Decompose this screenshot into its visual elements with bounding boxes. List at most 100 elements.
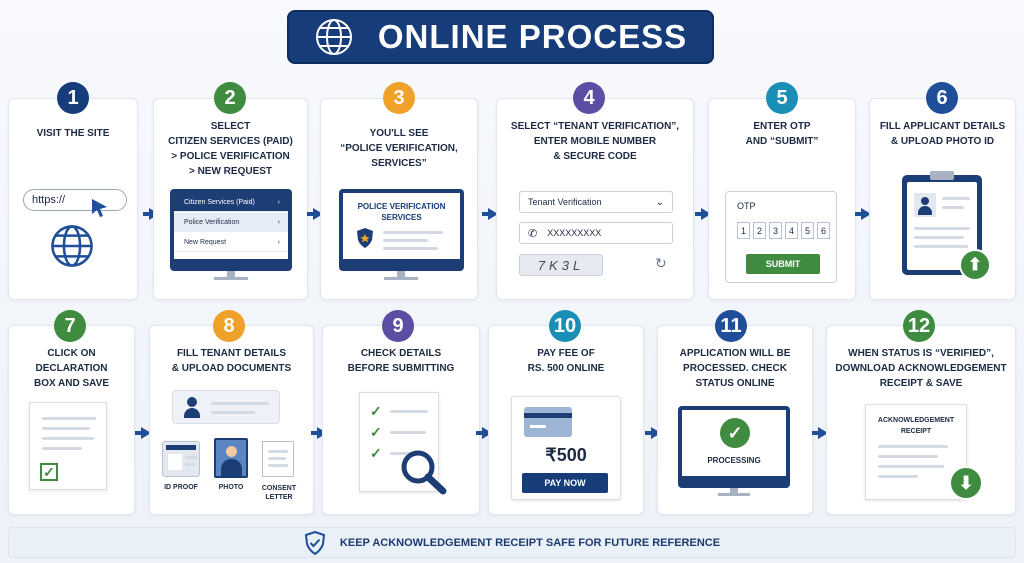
otp-digit[interactable]: 1 xyxy=(737,222,750,239)
payment-panel: ₹500 PAY NOW xyxy=(511,396,621,500)
checklist-icon: ✓ ✓ ✓ xyxy=(359,392,439,492)
otp-digit[interactable]: 4 xyxy=(785,222,798,239)
step-4-label: SELECT “TENANT VERIFICATION”, ENTER MOBI… xyxy=(510,121,680,162)
otp-digit[interactable]: 5 xyxy=(801,222,814,239)
page-title-banner: ONLINE PROCESS xyxy=(287,10,714,64)
url-bar[interactable]: https:// xyxy=(23,189,127,211)
checkbox-checked-icon[interactable]: ✓ xyxy=(40,463,58,481)
submit-button[interactable]: SUBMIT xyxy=(746,254,820,274)
otp-label: OTP xyxy=(737,201,756,211)
step-7-number: 7 xyxy=(54,310,86,342)
photo-icon xyxy=(214,438,248,478)
user-icon xyxy=(181,395,203,419)
status-text: PROCESSING xyxy=(707,456,761,465)
step-7-card: CLICK ON DECLARATION BOX AND SAVE ✓ xyxy=(8,325,135,515)
arrow-4-5 xyxy=(695,208,711,220)
step-7-label: CLICK ON DECLARATION BOX AND SAVE xyxy=(33,348,109,389)
text-line xyxy=(383,239,428,242)
arrow-5-6 xyxy=(855,208,871,220)
step-2-label: SELECT CITIZEN SERVICES (PAID) > POLICE … xyxy=(168,121,293,177)
step-3-number: 3 xyxy=(383,82,415,114)
monitor: POLICE VERIFICATION SERVICES xyxy=(339,189,464,271)
otp-digit[interactable]: 6 xyxy=(817,222,830,239)
step-3-card: YOU'LL SEE “POLICE VERIFICATION, SERVICE… xyxy=(320,98,478,300)
step-6-card: FILL APPLICANT DETAILS & UPLOAD PHOTO ID… xyxy=(869,98,1016,300)
credit-card-icon xyxy=(524,407,572,437)
step-9-number: 9 xyxy=(382,310,414,342)
step-1-card: VISIT THE SITE https:// xyxy=(8,98,138,300)
monitor-stand xyxy=(397,271,405,277)
text-line xyxy=(383,231,443,234)
step-6-label: FILL APPLICANT DETAILS & UPLOAD PHOTO ID xyxy=(879,121,1006,147)
arrow-10-11 xyxy=(645,427,661,439)
step-8-label: FILL TENANT DETAILS & UPLOAD DOCUMENTS xyxy=(171,348,292,374)
mobile-number-field[interactable]: ✆ XXXXXXXXX xyxy=(519,222,673,244)
upload-icon: ⬆ xyxy=(959,249,991,281)
step-5-number: 5 xyxy=(766,82,798,114)
step-4-card: SELECT “TENANT VERIFICATION”, ENTER MOBI… xyxy=(496,98,694,300)
step-8-number: 8 xyxy=(213,310,245,342)
consent-letter-icon xyxy=(262,441,294,477)
footer-notice: KEEP ACKNOWLEDGEMENT RECEIPT SAFE FOR FU… xyxy=(8,527,1016,558)
arrow-9-10 xyxy=(476,427,492,439)
step-10-number: 10 xyxy=(549,310,581,342)
page-title: ONLINE PROCESS xyxy=(377,18,688,55)
step-1-label: VISIT THE SITE xyxy=(36,128,110,139)
tenant-details-card xyxy=(172,390,280,424)
checkmark-icon: ✓ xyxy=(720,418,750,448)
globe-icon xyxy=(51,225,93,267)
captcha-text: 7K3L xyxy=(537,257,585,273)
photo-id-icon xyxy=(914,193,936,217)
otp-input-group[interactable]: 1 2 3 4 5 6 xyxy=(737,222,832,240)
arrow-2-3 xyxy=(307,208,323,220)
phone-icon: ✆ xyxy=(528,227,538,240)
cursor-icon xyxy=(92,199,107,217)
footer-text: KEEP ACKNOWLEDGEMENT RECEIPT SAFE FOR FU… xyxy=(339,536,721,549)
tenant-verification-select[interactable]: Tenant Verification ⌄ xyxy=(519,191,673,213)
menu-item-label: Police Verification xyxy=(184,218,240,226)
screen-title: POLICE VERIFICATION SERVICES xyxy=(357,202,446,222)
shield-check-icon xyxy=(304,530,326,555)
monitor: ✓ PROCESSING xyxy=(678,406,790,488)
menu-item-label: New Request xyxy=(184,238,227,246)
step-12-card: WHEN STATUS IS “VERIFIED”, DOWNLOAD ACKN… xyxy=(826,325,1016,515)
step-12-number: 12 xyxy=(903,310,935,342)
globe-icon xyxy=(315,19,352,55)
otp-digit[interactable]: 3 xyxy=(769,222,782,239)
step-11-number: 11 xyxy=(715,310,747,342)
download-icon[interactable]: ⬇ xyxy=(949,466,983,500)
monitor-stand xyxy=(730,488,738,493)
arrow-11-12 xyxy=(812,427,828,439)
refresh-icon[interactable]: ↻ xyxy=(655,255,667,271)
menu-item-police-verification[interactable]: Police Verification› xyxy=(174,213,288,232)
magnifier-icon xyxy=(401,450,447,495)
menu-item-citizen-services[interactable]: Citizen Services (Paid)› xyxy=(174,193,288,212)
step-8-card: FILL TENANT DETAILS & UPLOAD DOCUMENTS I… xyxy=(149,325,314,515)
step-6-number: 6 xyxy=(926,82,958,114)
monitor-base xyxy=(214,277,248,280)
step-5-label: ENTER OTP AND “SUBMIT” xyxy=(745,121,819,147)
otp-panel: OTP 1 2 3 4 5 6 SUBMIT xyxy=(725,191,837,283)
captcha-image: 7K3L xyxy=(519,254,603,276)
step-10-label: PAY FEE OF RS. 500 ONLINE xyxy=(527,348,605,374)
doc-label-id-proof: ID PROOF xyxy=(164,484,198,491)
menu-item-new-request[interactable]: New Request› xyxy=(174,233,288,252)
menu-item-label: Citizen Services (Paid) xyxy=(184,198,255,206)
otp-digit[interactable]: 2 xyxy=(753,222,766,239)
monitor-base xyxy=(384,277,418,280)
monitor-base xyxy=(718,493,750,496)
pay-now-button[interactable]: PAY NOW xyxy=(522,473,608,493)
step-2-number: 2 xyxy=(214,82,246,114)
step-2-card: SELECT CITIZEN SERVICES (PAID) > POLICE … xyxy=(153,98,308,300)
receipt-document: ACKNOWLEDGEMENT RECEIPT xyxy=(865,404,967,500)
step-4-number: 4 xyxy=(573,82,605,114)
step-5-card: ENTER OTP AND “SUBMIT” OTP 1 2 3 4 5 6 S… xyxy=(708,98,856,300)
step-9-card: CHECK DETAILS BEFORE SUBMITTING ✓ ✓ ✓ xyxy=(322,325,480,515)
step-3-label: YOU'LL SEE “POLICE VERIFICATION, SERVICE… xyxy=(340,128,458,169)
step-10-card: PAY FEE OF RS. 500 ONLINE ₹500 PAY NOW xyxy=(488,325,644,515)
step-1-number: 1 xyxy=(57,82,89,114)
doc-label-photo: PHOTO xyxy=(218,484,244,491)
step-9-label: CHECK DETAILS BEFORE SUBMITTING xyxy=(347,348,455,374)
arrow-7-8 xyxy=(135,427,151,439)
monitor-stand xyxy=(227,271,235,277)
